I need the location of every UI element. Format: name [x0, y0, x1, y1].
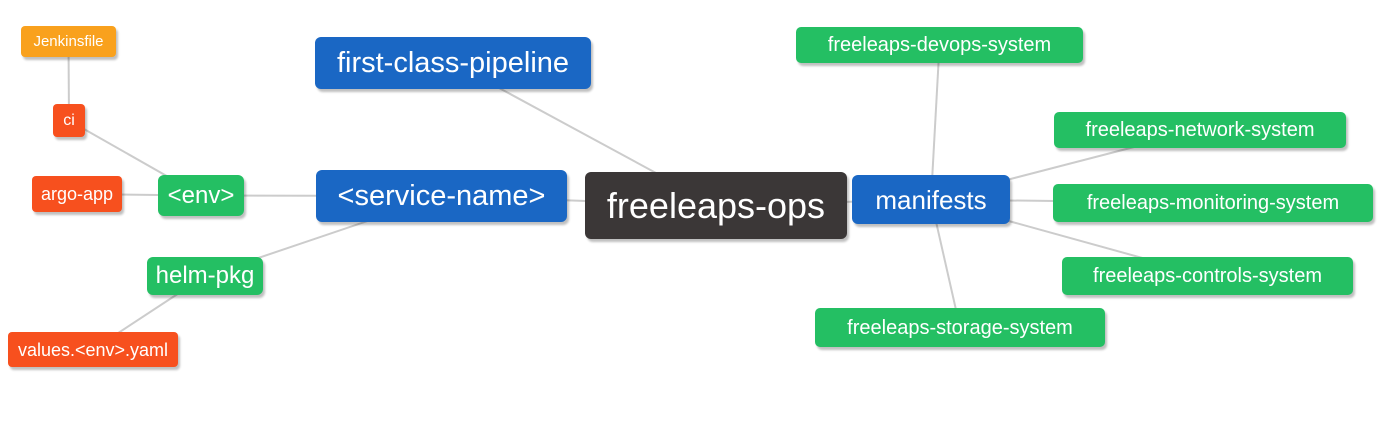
node-freeleaps-storage-system[interactable]: freeleaps-storage-system [815, 308, 1105, 347]
node-ci[interactable]: ci [53, 104, 85, 137]
node-manifests[interactable]: manifests [852, 175, 1010, 224]
node-freeleaps-monitoring-system[interactable]: freeleaps-monitoring-system [1053, 184, 1373, 222]
node-freeleaps-controls-system[interactable]: freeleaps-controls-system [1062, 257, 1353, 295]
node-first-class-pipeline[interactable]: first-class-pipeline [315, 37, 591, 89]
node-jenkinsfile[interactable]: Jenkinsfile [21, 26, 116, 57]
node-freeleaps-devops-system[interactable]: freeleaps-devops-system [796, 27, 1083, 63]
node-values-env-yaml[interactable]: values.<env>.yaml [8, 332, 178, 367]
node-env[interactable]: <env> [158, 175, 244, 216]
edge-manifests-devops_system [930, 44, 941, 200]
node-service-name[interactable]: <service-name> [316, 170, 567, 222]
node-freeleaps-network-system[interactable]: freeleaps-network-system [1054, 112, 1346, 148]
node-freeleaps-ops-root[interactable]: freeleaps-ops [585, 172, 847, 239]
node-argo-app[interactable]: argo-app [32, 176, 122, 212]
node-helm-pkg[interactable]: helm-pkg [147, 257, 263, 295]
